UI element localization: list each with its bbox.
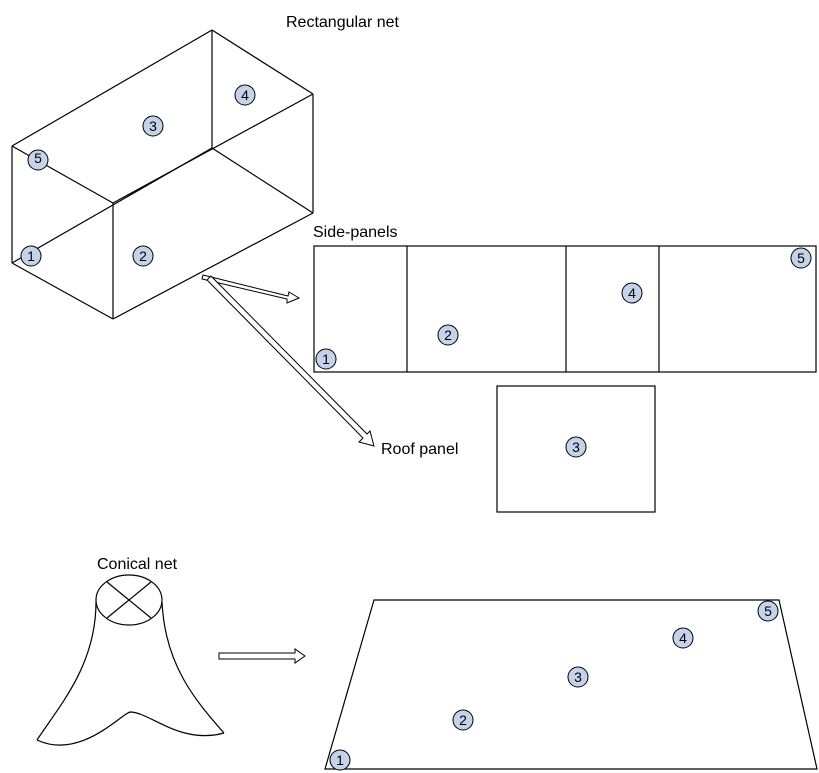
svg-text:3: 3 <box>149 118 157 134</box>
arrow-to-roof-panel <box>206 275 375 447</box>
svg-text:2: 2 <box>139 248 147 264</box>
svg-text:4: 4 <box>679 630 687 646</box>
box-edge <box>211 29 314 95</box>
conical-net-shape <box>36 574 225 746</box>
box-marker: 2 <box>132 245 154 267</box>
svg-text:5: 5 <box>34 150 42 166</box>
rectangular-net-title: Rectangular net <box>286 14 400 31</box>
roof-marker: 3 <box>565 436 587 458</box>
unrolled-trapezoid <box>324 599 818 770</box>
svg-text:3: 3 <box>574 669 582 685</box>
svg-text:4: 4 <box>628 285 636 301</box>
svg-text:5: 5 <box>764 603 772 619</box>
box-marker: 3 <box>142 115 164 137</box>
conical-net-title: Conical net <box>97 556 178 573</box>
cone-left-side <box>36 601 97 741</box>
box-edge <box>11 145 114 204</box>
box-marker: 4 <box>234 84 256 106</box>
box-marker: 1 <box>20 245 42 267</box>
box-edge <box>112 212 314 320</box>
rectangular-box <box>11 29 314 320</box>
svg-text:5: 5 <box>797 250 805 266</box>
cone-right-side <box>161 601 225 734</box>
trapezoid-marker: 3 <box>567 666 589 688</box>
side-panels-outline <box>313 245 817 373</box>
trapezoid-marker: 1 <box>329 749 351 771</box>
svg-text:3: 3 <box>572 439 580 455</box>
trapezoid-marker: 5 <box>757 600 779 622</box>
trapezoid-marker: 2 <box>452 709 474 731</box>
svg-text:2: 2 <box>444 327 452 343</box>
side-panel-marker: 4 <box>621 282 643 304</box>
svg-text:2: 2 <box>459 712 467 728</box>
side-panels-strip <box>313 245 817 373</box>
arrow-to-trapezoid <box>218 648 306 664</box>
side-panel-marker: 1 <box>315 348 337 370</box>
cone-top-cross <box>106 581 152 619</box>
svg-text:1: 1 <box>322 351 330 367</box>
roof-panel <box>496 385 656 513</box>
svg-text:1: 1 <box>336 752 344 768</box>
box-edge-hidden <box>211 147 314 214</box>
box-edge <box>11 262 114 320</box>
svg-text:4: 4 <box>241 87 249 103</box>
side-panels-label: Side-panels <box>313 224 398 241</box>
cone-top-ellipse <box>95 574 163 626</box>
box-marker: 5 <box>27 149 49 171</box>
trapezoid-marker: 4 <box>672 627 694 649</box>
side-panel-marker: 5 <box>790 247 812 269</box>
svg-text:1: 1 <box>27 248 35 264</box>
roof-panel-label: Roof panel <box>381 441 458 458</box>
box-edge-hidden <box>11 147 213 264</box>
box-edge <box>11 29 213 147</box>
side-panel-marker: 2 <box>437 324 459 346</box>
cone-bottom-edge <box>36 711 225 746</box>
